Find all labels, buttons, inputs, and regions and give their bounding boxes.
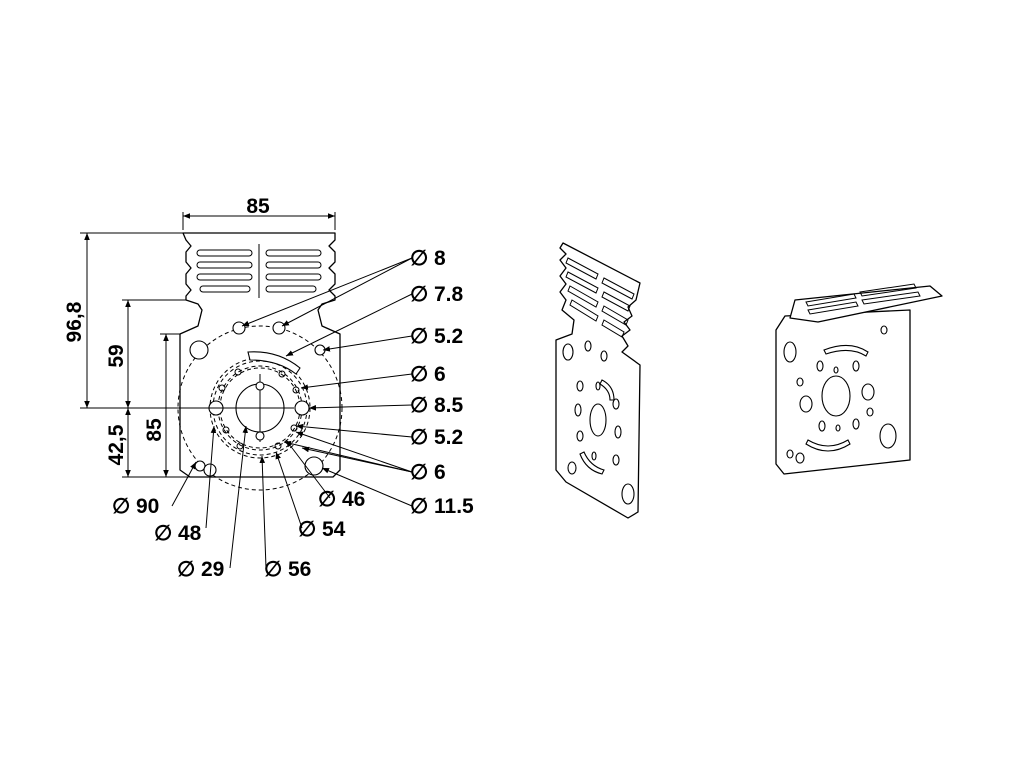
- callout-d5-2-a: ∅ 5.2: [410, 325, 463, 348]
- leaders-bottom: [171, 425, 331, 569]
- dim-height-59: 59: [105, 344, 128, 367]
- callout-d11-5: ∅ 11.5: [410, 495, 474, 518]
- dimensions: 85 96,8 59 42,5 85: [63, 195, 336, 478]
- callout-d54: ∅ 54: [298, 518, 346, 541]
- isometric-view-side: [555, 242, 641, 519]
- dim-height-42-5: 42,5: [105, 424, 128, 465]
- callout-d5-2-b: ∅ 5.2: [410, 426, 463, 449]
- svg-text:7.8: 7.8: [434, 283, 464, 306]
- diameter-symbol-icon: ∅: [410, 394, 428, 417]
- callout-d6-a: ∅ 6: [410, 363, 446, 386]
- diameter-symbol-icon: ∅: [410, 495, 428, 518]
- callout-d7-8: ∅ 7.8: [410, 283, 464, 306]
- svg-text:48: 48: [178, 522, 202, 545]
- leaders-right: [241, 257, 413, 507]
- svg-text:5.2: 5.2: [434, 325, 463, 348]
- diameter-symbol-icon: ∅: [410, 461, 428, 484]
- diameter-symbol-icon: ∅: [298, 518, 316, 541]
- svg-text:54: 54: [322, 518, 346, 541]
- isometric-view-angle: [775, 283, 943, 475]
- svg-text:5.2: 5.2: [434, 426, 463, 449]
- diameter-symbol-icon: ∅: [112, 495, 130, 518]
- callouts-right: ∅ 8 ∅ 7.8 ∅ 5.2 ∅ 6 ∅ 8.5 ∅ 5.2 ∅ 6 ∅ 11: [410, 247, 474, 518]
- callout-d29: ∅ 29: [177, 558, 224, 581]
- diameter-symbol-icon: ∅: [177, 558, 195, 581]
- dim-height-96-8: 96,8: [63, 301, 86, 342]
- svg-text:90: 90: [136, 495, 159, 518]
- front-view: [177, 232, 343, 491]
- svg-text:11.5: 11.5: [434, 495, 474, 518]
- callout-d48: ∅ 48: [154, 522, 202, 545]
- svg-text:6: 6: [434, 363, 446, 386]
- dim-height-85: 85: [143, 418, 166, 442]
- callout-d56: ∅ 56: [264, 558, 311, 581]
- diameter-symbol-icon: ∅: [410, 247, 428, 270]
- diameter-symbol-icon: ∅: [264, 558, 282, 581]
- diameter-symbol-icon: ∅: [318, 488, 336, 511]
- svg-text:6: 6: [434, 461, 446, 484]
- svg-text:29: 29: [201, 558, 224, 581]
- callout-d46: ∅ 46: [318, 488, 365, 511]
- diameter-symbol-icon: ∅: [410, 363, 428, 386]
- diameter-symbol-icon: ∅: [154, 522, 172, 545]
- diameter-symbol-icon: ∅: [410, 283, 428, 306]
- diameter-symbol-icon: ∅: [410, 426, 428, 449]
- circle-d90: [177, 325, 343, 491]
- svg-text:46: 46: [342, 488, 365, 511]
- callout-d8-5: ∅ 8.5: [410, 394, 464, 417]
- svg-text:8.5: 8.5: [434, 394, 464, 417]
- diameter-symbol-icon: ∅: [410, 325, 428, 348]
- svg-text:56: 56: [288, 558, 311, 581]
- callout-d6-b: ∅ 6: [410, 461, 446, 484]
- callout-d90: ∅ 90: [112, 495, 159, 518]
- callout-d8: ∅ 8: [410, 247, 446, 270]
- fin-slots: [196, 244, 322, 298]
- dim-width-85: 85: [246, 195, 270, 218]
- svg-text:8: 8: [434, 247, 446, 270]
- callouts-bottom: ∅ 90 ∅ 48 ∅ 29 ∅ 56 ∅ 46 ∅ 54: [112, 488, 365, 581]
